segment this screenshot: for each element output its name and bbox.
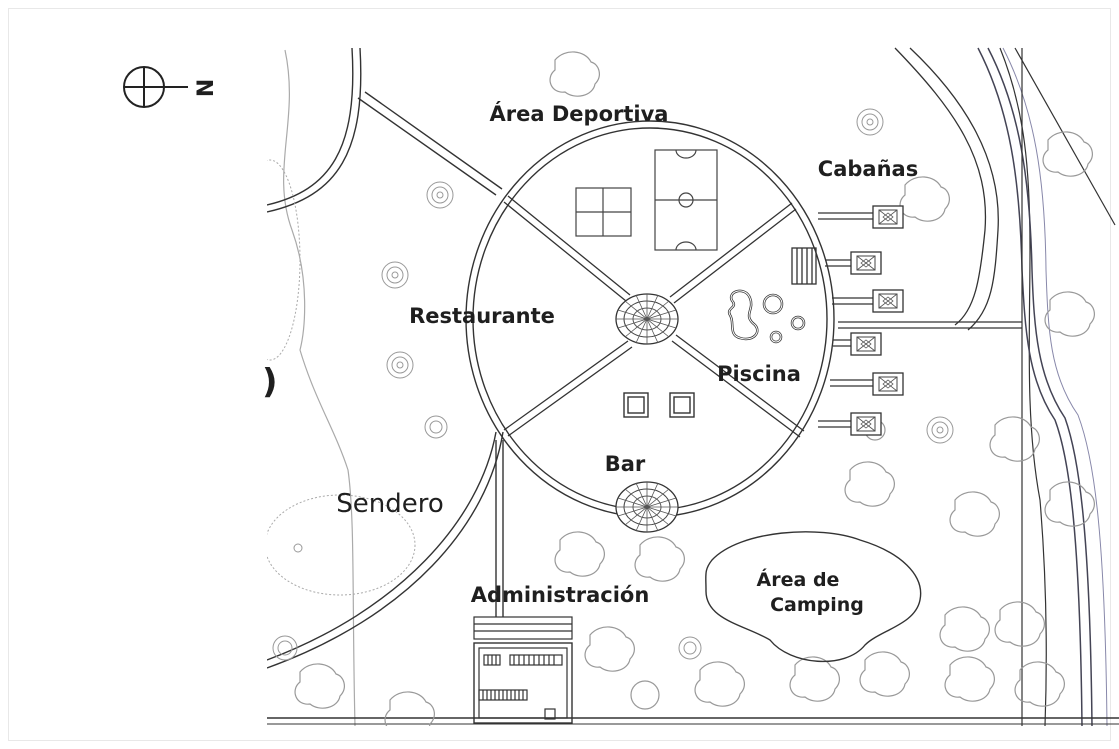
label-area-de: Área de bbox=[757, 568, 840, 591]
tennis-courts bbox=[575, 187, 632, 237]
river bbox=[977, 47, 1083, 726]
administracion-building bbox=[473, 616, 573, 724]
label-piscina: Piscina bbox=[717, 362, 801, 386]
label-camping: Camping bbox=[770, 594, 864, 616]
path-to-administracion bbox=[495, 440, 504, 617]
pool bbox=[727, 247, 817, 344]
left-boundary-line bbox=[283, 49, 356, 726]
soccer-field bbox=[654, 149, 718, 251]
label-sendero: Sendero bbox=[336, 489, 444, 519]
compass-icon bbox=[123, 66, 188, 108]
road-upper-left bbox=[267, 47, 354, 206]
bar-kiosk bbox=[615, 481, 679, 533]
map-frame bbox=[8, 8, 1111, 741]
label-bar: Bar bbox=[605, 452, 646, 476]
label-administracion: Administración bbox=[471, 583, 650, 607]
central-plaza bbox=[615, 293, 679, 345]
cabins-group bbox=[818, 205, 904, 436]
north-indicator: N bbox=[191, 79, 216, 97]
label-restaurante: Restaurante bbox=[409, 304, 555, 328]
cut-off-glyph: ) bbox=[262, 362, 278, 402]
path-diagonal-upper bbox=[357, 91, 503, 196]
bar-tables bbox=[623, 392, 695, 418]
camping-area bbox=[705, 531, 922, 663]
path-sendero bbox=[267, 431, 497, 661]
label-area-deportiva: Área Deportiva bbox=[490, 101, 669, 126]
label-cabanas: Cabañas bbox=[818, 157, 918, 181]
